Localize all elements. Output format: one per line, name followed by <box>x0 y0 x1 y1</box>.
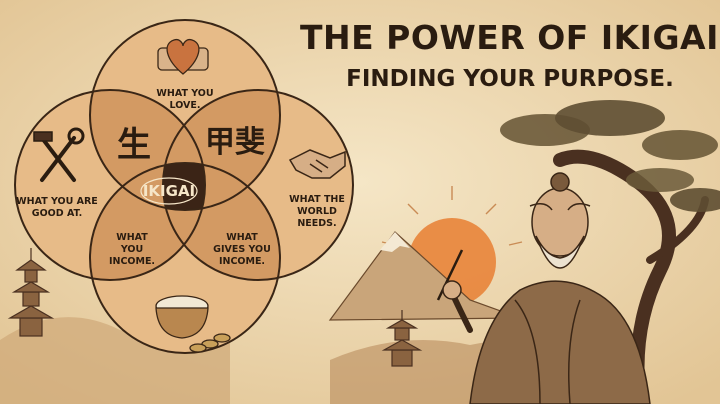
sage-figure <box>436 172 651 404</box>
snow-cap <box>380 232 410 252</box>
kanji-sei: 生 <box>117 125 151 165</box>
ikigai-venn-diagram <box>14 19 354 354</box>
ikigai-center-label: IKIGAI <box>142 182 196 200</box>
pagoda-left-icon <box>7 248 55 337</box>
hammer-wrench-icon <box>33 127 85 182</box>
rice-bowl-coins-icon <box>155 295 231 353</box>
heart-scroll-icon <box>157 38 209 75</box>
pagoda-right-icon <box>381 310 423 367</box>
brush-icon <box>436 249 464 301</box>
label-what-you-income: WHAT YOU INCOME. <box>108 232 156 267</box>
label-gives-you-income: WHAT GIVES YOU INCOME. <box>213 232 271 267</box>
page-title: THE POWER OF IKIGAI <box>300 18 719 57</box>
bonsai-tree <box>500 100 720 404</box>
label-good-at: WHAT YOU ARE GOOD AT. <box>16 196 98 219</box>
page-subtitle: FINDING YOUR PURPOSE. <box>346 66 674 92</box>
label-what-you-love: WHAT YOU LOVE. <box>156 88 214 111</box>
handshake-icon <box>288 149 346 179</box>
kanji-gai: 甲斐 <box>205 125 265 160</box>
label-world-needs: WHAT THE WORLD NEEDS. <box>289 194 345 229</box>
